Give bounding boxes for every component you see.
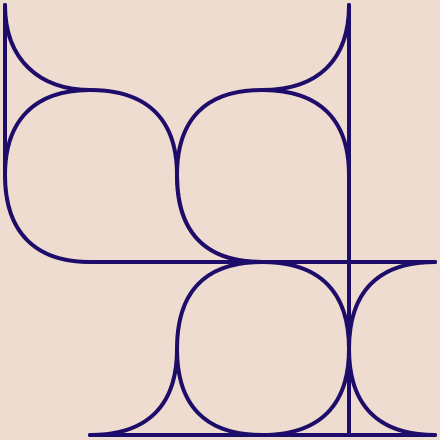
top-right-swoop	[260, 3, 351, 92]
bottom-left-swoop	[88, 347, 179, 437]
cell-bottom-right-outline	[347, 260, 437, 437]
cell-top-right-outline	[175, 88, 351, 264]
curve-group	[3, 3, 437, 437]
top-left-swoop	[3, 3, 92, 92]
